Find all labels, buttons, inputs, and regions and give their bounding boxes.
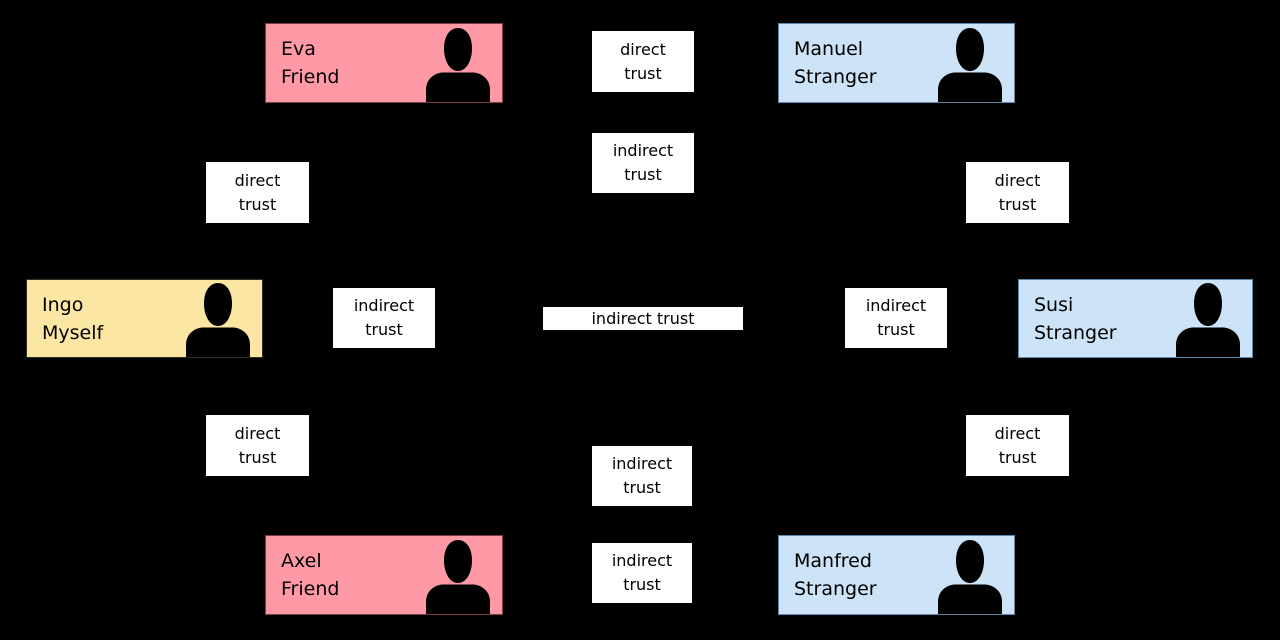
person-node-text: Manfred Stranger bbox=[794, 547, 877, 603]
trust-label-top-center: direct trust bbox=[592, 31, 694, 92]
trust-label-upper-left: direct trust bbox=[206, 162, 309, 223]
trust-label-lower-right: direct trust bbox=[966, 415, 1069, 476]
trust-label-lower-center: indirect trust bbox=[592, 446, 692, 506]
person-role: Stranger bbox=[1034, 322, 1117, 344]
person-silhouette-icon bbox=[186, 283, 250, 357]
person-node-text: Susi Stranger bbox=[1034, 291, 1117, 347]
person-role: Friend bbox=[281, 578, 340, 600]
person-node-text: Eva Friend bbox=[281, 35, 339, 91]
person-name: Manuel bbox=[794, 38, 864, 60]
trust-label-upper-center: indirect trust bbox=[592, 133, 694, 193]
person-node-ingo: Ingo Myself bbox=[26, 279, 263, 358]
person-node-text: Ingo Myself bbox=[42, 291, 103, 347]
person-role: Stranger bbox=[794, 578, 877, 600]
person-node-susi: Susi Stranger bbox=[1018, 279, 1253, 358]
person-role: Myself bbox=[42, 322, 104, 344]
person-silhouette-icon bbox=[426, 540, 490, 614]
person-name: Susi bbox=[1034, 294, 1074, 316]
person-silhouette-icon bbox=[938, 540, 1002, 614]
person-node-axel: Axel Friend bbox=[265, 535, 503, 615]
trust-label-bottom-center: indirect trust bbox=[592, 543, 692, 603]
person-node-manuel: Manuel Stranger bbox=[778, 23, 1015, 103]
trust-label-middle-left: indirect trust bbox=[333, 288, 435, 348]
person-node-text: Manuel Stranger bbox=[794, 35, 877, 91]
person-node-text: Axel Friend bbox=[281, 547, 339, 603]
person-role: Friend bbox=[281, 66, 340, 88]
person-node-eva: Eva Friend bbox=[265, 23, 503, 103]
person-name: Eva bbox=[281, 38, 316, 60]
trust-label-upper-right: direct trust bbox=[966, 162, 1069, 223]
person-silhouette-icon bbox=[426, 28, 490, 102]
person-silhouette-icon bbox=[1176, 283, 1240, 357]
trust-label-lower-left: direct trust bbox=[206, 415, 309, 476]
trust-label-middle-right: indirect trust bbox=[845, 288, 947, 348]
person-silhouette-icon bbox=[938, 28, 1002, 102]
person-role: Stranger bbox=[794, 66, 877, 88]
trust-label-center: indirect trust bbox=[543, 307, 743, 330]
person-node-manfred: Manfred Stranger bbox=[778, 535, 1015, 615]
person-name: Axel bbox=[281, 550, 322, 572]
person-name: Manfred bbox=[794, 550, 872, 572]
person-name: Ingo bbox=[42, 294, 84, 316]
